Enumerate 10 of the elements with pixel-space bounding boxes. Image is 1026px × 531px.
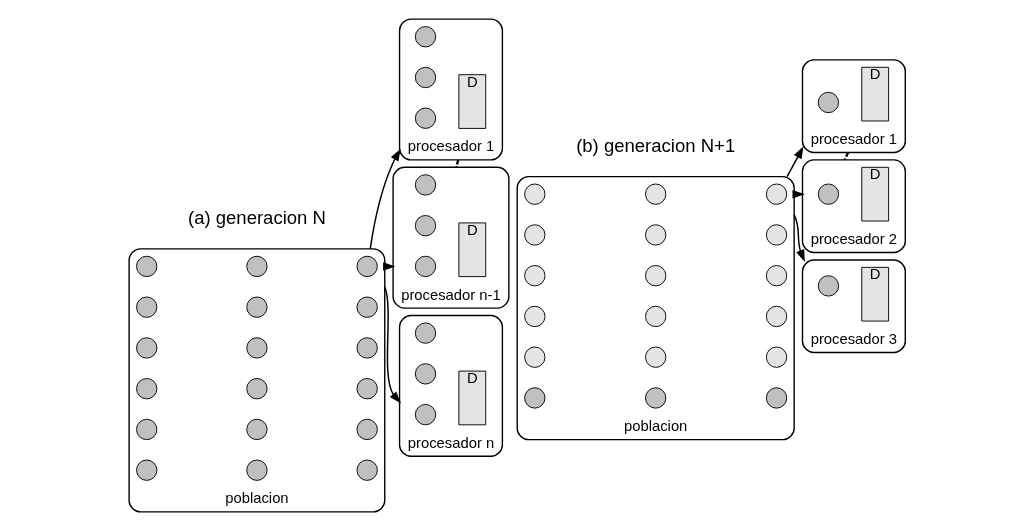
node-label: procesador n-1: [400, 286, 501, 303]
node-label: poblacion: [623, 418, 687, 435]
node-label: poblacion: [224, 490, 289, 507]
node-label: procesador n: [407, 434, 494, 451]
label: (b) generacion N+1: [575, 134, 735, 156]
node-label: procesador 1: [407, 138, 494, 155]
node-label: procesador 1: [810, 130, 897, 147]
label: (a) generacion N: [187, 206, 326, 228]
node-label: procesador 2: [810, 231, 897, 248]
node-label: procesador 3: [810, 331, 897, 348]
